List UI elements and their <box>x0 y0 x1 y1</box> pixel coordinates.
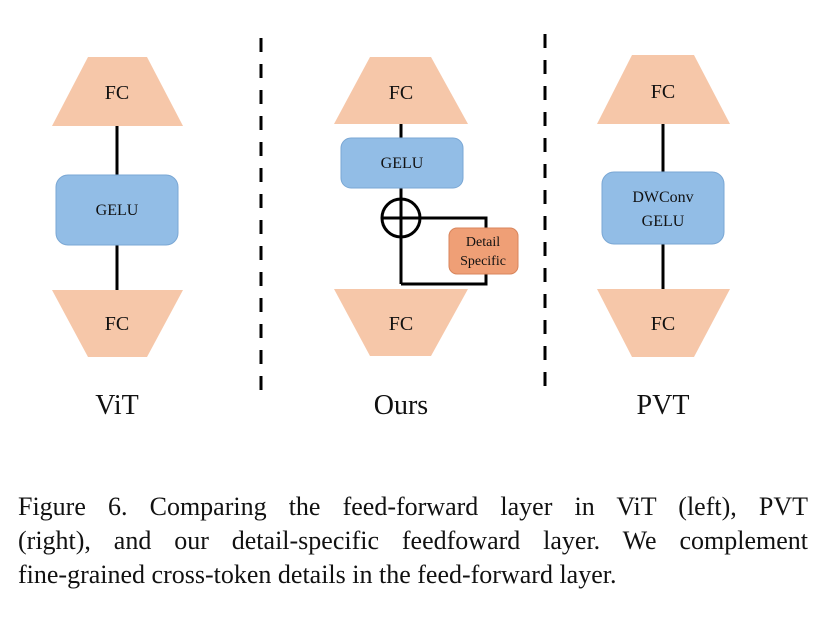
vit-gelu-label: GELU <box>96 202 139 219</box>
vit-column: FC GELU FC ViT <box>52 57 183 421</box>
caption-line-3: fine-grained cross-token details in the … <box>18 560 617 589</box>
vit-gelu-box <box>55 174 179 246</box>
pvt-fc-top <box>597 55 730 124</box>
ours-fc-bottom-label: FC <box>389 313 413 335</box>
ours-fc-bottom <box>334 289 468 356</box>
vit-fc-top <box>52 57 183 126</box>
ours-detail-label-line2: Specific <box>460 254 506 269</box>
vit-fc-top-label: FC <box>105 82 129 104</box>
pvt-gelu-label: GELU <box>642 213 685 230</box>
pvt-fc-top-label: FC <box>651 81 675 103</box>
ffn-comparison-diagram: FC GELU FC ViT FC GELU Detail Specific F… <box>52 34 730 421</box>
pvt-fc-bottom <box>597 289 730 357</box>
pvt-dwconv-gelu-box <box>601 171 725 245</box>
ours-column: FC GELU Detail Specific FC Ours <box>334 57 519 421</box>
caption-line-1: Figure 6. Comparing the feed-forward lay… <box>18 492 808 521</box>
vit-fc-bottom <box>52 290 183 357</box>
ours-gelu-box <box>340 137 464 189</box>
figure-caption: Figure 6. Comparing the feed-forward lay… <box>18 490 808 592</box>
ours-fc-top <box>334 57 468 124</box>
ours-detail-label-line1: Detail <box>466 235 500 250</box>
vit-title: ViT <box>95 390 138 421</box>
plus-icon <box>380 197 422 239</box>
pvt-title: PVT <box>637 390 690 421</box>
pvt-dwconv-label: DWConv <box>632 189 693 206</box>
vit-fc-bottom-label: FC <box>105 313 129 335</box>
ours-fc-top-label: FC <box>389 82 413 104</box>
pvt-column: FC DWConv GELU FC PVT <box>597 55 730 421</box>
ours-detail-specific-box <box>448 227 519 275</box>
caption-line-2: (right), and our detail-specific feedfow… <box>18 526 808 555</box>
ours-title: Ours <box>374 390 428 421</box>
pvt-fc-bottom-label: FC <box>651 313 675 335</box>
ours-gelu-label: GELU <box>381 155 424 172</box>
